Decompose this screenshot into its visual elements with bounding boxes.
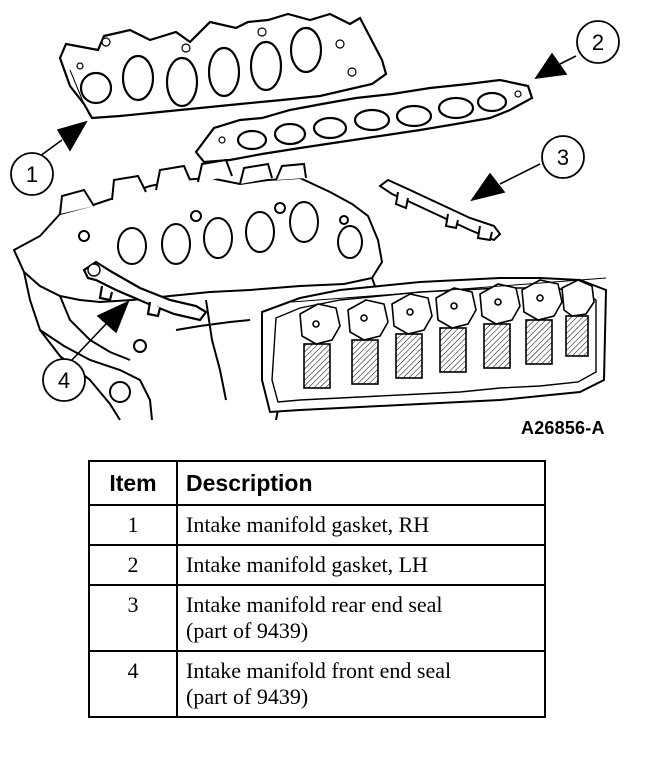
illustration-canvas: 1 2 3 4 <box>10 12 620 421</box>
callout-4: 4 <box>42 358 86 402</box>
leader-arrows <box>39 52 577 363</box>
table-row: 4 Intake manifold front end seal (part o… <box>88 650 546 718</box>
item-number: 2 <box>88 544 178 586</box>
exploded-view-illustration: 1 2 3 4 A26856-A <box>10 12 620 438</box>
item-description: Intake manifold front end seal (part of … <box>176 650 546 718</box>
table-row: 3 Intake manifold rear end seal (part of… <box>88 584 546 652</box>
callout-2: 2 <box>576 20 620 64</box>
description-line: (part of 9439) <box>186 618 309 643</box>
legend-table: Item Description 1 Intake manifold gaske… <box>88 460 546 718</box>
item-number: 1 <box>88 504 178 546</box>
front-end-seal <box>82 260 208 322</box>
legend-header-row: Item Description <box>88 460 546 506</box>
item-description: Intake manifold gasket, RH <box>176 504 546 546</box>
callout-3: 3 <box>541 135 585 179</box>
gasket-rh <box>58 12 388 120</box>
item-description: Intake manifold rear end seal (part of 9… <box>176 584 546 652</box>
table-row: 1 Intake manifold gasket, RH <box>88 504 546 546</box>
rear-end-seal <box>378 178 502 242</box>
description-line: Intake manifold front end seal <box>186 658 452 683</box>
callout-1: 1 <box>10 152 54 196</box>
callout-label-2: 2 <box>592 30 604 55</box>
description-line: Intake manifold gasket, LH <box>186 552 428 577</box>
item-column-header: Item <box>88 460 178 506</box>
description-column-header: Description <box>176 460 546 506</box>
item-number: 4 <box>88 650 178 718</box>
item-description: Intake manifold gasket, LH <box>176 544 546 586</box>
table-row: 2 Intake manifold gasket, LH <box>88 544 546 586</box>
callout-label-4: 4 <box>58 368 70 393</box>
gasket-lh <box>194 78 534 164</box>
callout-label-1: 1 <box>26 162 38 187</box>
description-line: (part of 9439) <box>186 684 309 709</box>
callout-label-3: 3 <box>557 145 569 170</box>
item-number: 3 <box>88 584 178 652</box>
figure-id: A26856-A <box>521 418 605 438</box>
description-line: Intake manifold gasket, RH <box>186 512 430 537</box>
description-line: Intake manifold rear end seal <box>186 592 443 617</box>
valve-train <box>291 277 607 389</box>
